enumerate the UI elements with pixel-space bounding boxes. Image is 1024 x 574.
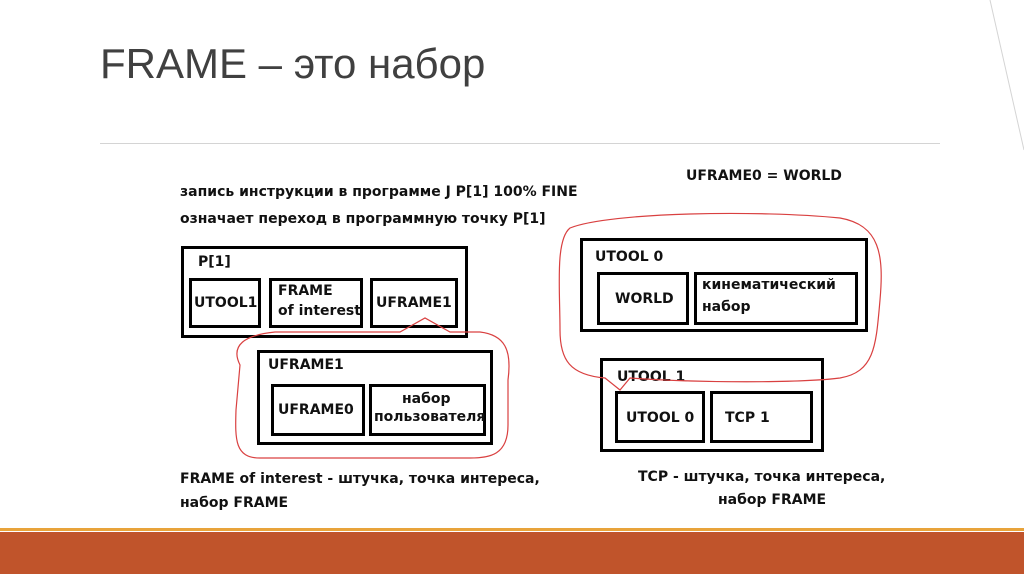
title-divider — [100, 143, 940, 144]
footer-bar — [0, 532, 1024, 574]
kinematic-set-box: кинематический набор — [694, 272, 858, 325]
utool1-label: UTOOL1 — [194, 295, 258, 311]
caption-left-line1: FRAME of interest - штучка, точка интере… — [180, 471, 540, 487]
user-set-box: набор пользователя — [369, 384, 486, 436]
utool0-small-box: UTOOL 0 — [615, 391, 705, 443]
p1-box: P[1] UTOOL1 FRAME of interest UFRAME1 — [181, 246, 468, 338]
of-interest-label: of interest — [278, 303, 361, 319]
utool1-frame-box: UTOOL 1 UTOOL 0 TCP 1 — [600, 358, 824, 452]
uframe1-box: UFRAME1 UFRAME0 набор пользователя — [257, 350, 493, 445]
world-box: WORLD — [597, 272, 689, 325]
slide-title: FRAME – это набор — [100, 40, 486, 87]
uframe1-small-label: UFRAME1 — [376, 295, 452, 311]
kinematic-line2: набор — [702, 299, 751, 315]
utool0-small-label: UTOOL 0 — [626, 410, 695, 426]
caption-right-line2: набор FRAME — [718, 492, 827, 508]
user-set-line2: пользователя — [374, 409, 486, 425]
uframe1-label: UFRAME1 — [268, 357, 344, 373]
frame-label: FRAME — [278, 283, 333, 299]
uframe0-label: UFRAME0 — [278, 402, 354, 418]
p1-label: P[1] — [198, 254, 231, 270]
world-label: WORLD — [615, 291, 674, 307]
tcp1-label: TCP 1 — [725, 410, 770, 426]
instruction-text: запись инструкции в программе J P[1] 100… — [180, 184, 578, 200]
uframe0-box: UFRAME0 — [271, 384, 365, 436]
caption-left-line2: набор FRAME — [180, 495, 289, 511]
utool1-box: UTOOL1 — [189, 278, 261, 328]
uframe1-small-box: UFRAME1 — [370, 278, 458, 328]
frame-of-interest-box: FRAME of interest — [269, 278, 363, 328]
uframe0-world-text: UFRAME0 = WORLD — [686, 168, 842, 184]
user-set-line1: набор — [402, 391, 451, 407]
caption-right-line1: TCP - штучка, точка интереса, — [638, 469, 886, 485]
footer-accent-line — [0, 528, 1024, 531]
utool0-label: UTOOL 0 — [595, 249, 664, 265]
utool0-box: UTOOL 0 WORLD кинематический набор — [580, 238, 868, 332]
utool1-frame-label: UTOOL 1 — [617, 369, 686, 385]
tcp1-box: TCP 1 — [710, 391, 813, 443]
kinematic-line1: кинематический — [702, 277, 836, 293]
meaning-text: означает переход в программную точку P[1… — [180, 211, 546, 227]
